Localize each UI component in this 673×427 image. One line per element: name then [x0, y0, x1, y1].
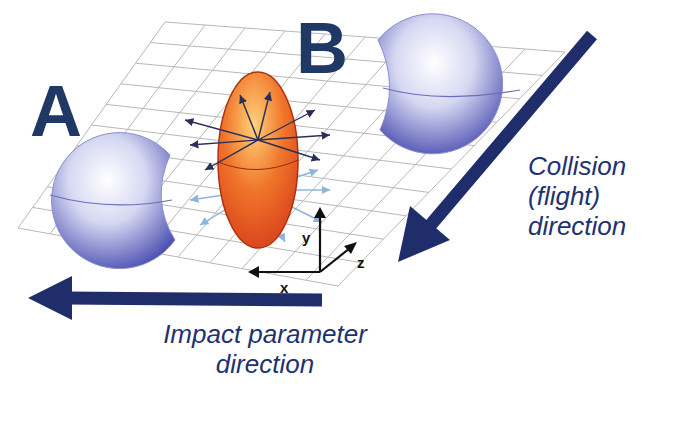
- elliptic-flow: [185, 92, 330, 170]
- axes: [248, 207, 357, 278]
- axis-label: x: [280, 280, 288, 295]
- nucleus-a: [50, 133, 175, 269]
- nucleus-label: B: [296, 12, 348, 84]
- fireball: [218, 72, 298, 248]
- axis-label: y: [302, 230, 310, 245]
- axis-label: z: [357, 255, 365, 270]
- direction-note: Collision (flight) direction: [528, 152, 668, 242]
- nucleus-label: A: [30, 75, 82, 147]
- fireball-rim: [218, 160, 298, 170]
- direction-note: Impact parameter direction: [130, 320, 400, 380]
- nucleus-b: [378, 14, 520, 154]
